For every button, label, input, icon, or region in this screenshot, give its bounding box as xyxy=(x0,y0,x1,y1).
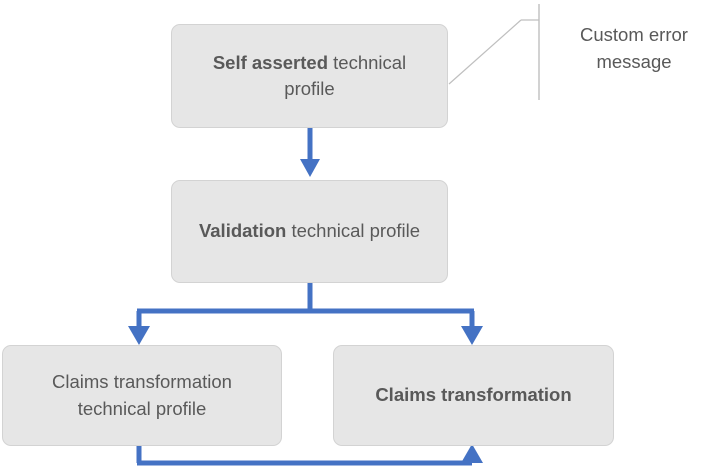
callout-line-1: Custom error xyxy=(580,24,688,45)
node-validation-technical-profile[interactable]: Validation technical profile xyxy=(171,180,448,283)
node-claims-transformation-label: Claims transformation xyxy=(375,384,572,406)
node-validation-label-regular: technical profile xyxy=(286,220,421,242)
callout-custom-error-message: Custom error message xyxy=(554,22,714,76)
callout-line-2: message xyxy=(596,50,672,72)
connector-validation-to-branch xyxy=(137,283,474,314)
node-self-asserted-label-regular: technical profile xyxy=(284,51,407,99)
arrow-claims-transformation-tp-to-claims-transformation xyxy=(136,444,483,466)
node-validation-label: Validation technical profile xyxy=(186,218,433,244)
node-self-asserted-label: Self asserted technical profile xyxy=(186,50,433,103)
node-validation-label-bold: Validation xyxy=(198,220,287,242)
callout-leader-line xyxy=(448,4,540,100)
arrow-branch-to-claims-transformation-tp xyxy=(128,311,150,345)
node-claims-transformation-tp-label: Claims transformation technical profile xyxy=(52,371,232,419)
arrow-self-asserted-to-validation xyxy=(300,128,320,177)
arrow-branch-to-claims-transformation xyxy=(461,311,483,345)
node-self-asserted-technical-profile[interactable]: Self asserted technical profile xyxy=(171,24,448,128)
node-claims-transformation-technical-profile[interactable]: Claims transformation technical profile xyxy=(2,345,282,446)
node-self-asserted-label-bold: Self asserted xyxy=(212,51,329,73)
node-claims-transformation[interactable]: Claims transformation xyxy=(333,345,614,446)
